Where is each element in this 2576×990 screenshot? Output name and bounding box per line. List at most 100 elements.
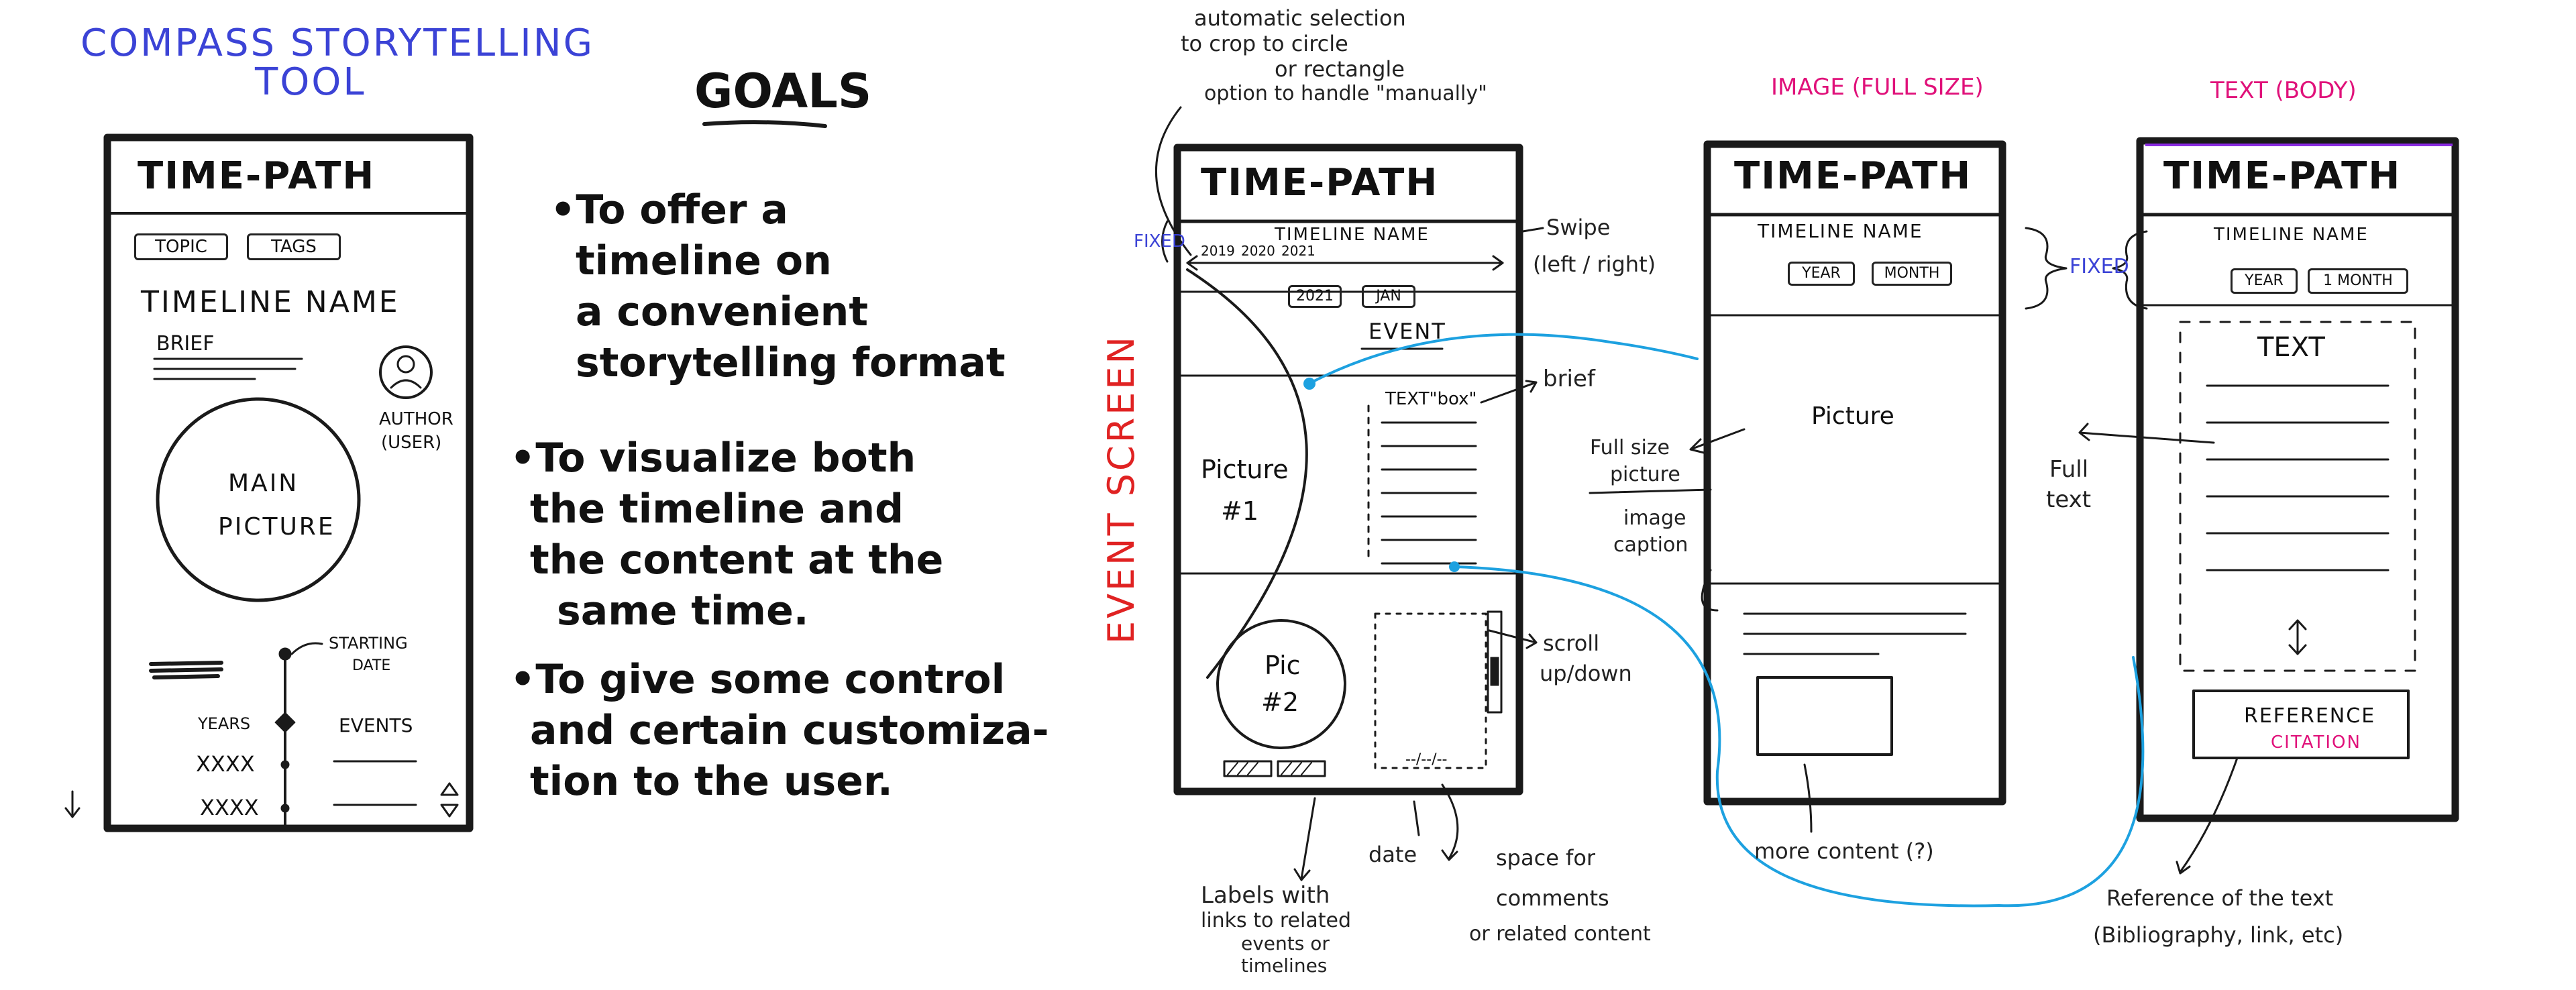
main-screen-frame [103, 133, 474, 832]
goal-3-line1: •To give some control [510, 656, 1006, 703]
picture-1-arc [1186, 268, 1308, 679]
pic-2-line2: #2 [1261, 688, 1299, 717]
image-screen-title: TIME-PATH [1734, 154, 1972, 198]
scroll-note-line1: scroll [1543, 630, 1600, 656]
main-picture-line2: PICTURE [218, 513, 335, 541]
labels-links-line1: Labels with [1201, 882, 1330, 909]
full-size-note-line1: Full size [1590, 436, 1670, 459]
tool-title-line1: COMPASS STORYTELLING [80, 21, 595, 65]
main-picture-line1: MAIN [228, 470, 299, 497]
event-year-2021: 2021 [1281, 243, 1316, 259]
text-screen-frame [2136, 137, 2459, 822]
auto-selection-line2: to crop to circle [1181, 31, 1348, 56]
event-screen-title: TIME-PATH [1201, 161, 1439, 205]
year-placeholder-2: XXXX [200, 795, 259, 820]
reference-of-text-line2: (Bibliography, link, etc) [2093, 922, 2344, 948]
author-label-line2: (USER) [381, 433, 442, 453]
more-content-note: more content (?) [1754, 838, 1934, 864]
tags-button[interactable]: TAGS [247, 233, 341, 260]
author-avatar-icon [379, 345, 433, 399]
event-year-2019: 2019 [1201, 243, 1235, 259]
brief-note: brief [1543, 366, 1595, 392]
event-year-button[interactable]: 2021 [1288, 285, 1342, 308]
goal-2-line4: same time. [557, 588, 809, 635]
main-brief-label: BRIEF [156, 332, 215, 355]
goal-2-line2: the timeline and [530, 486, 904, 533]
space-comments-line2: comments [1496, 885, 1609, 911]
text-year-button[interactable]: YEAR [2231, 268, 2298, 294]
full-text-note-line1: Full [2049, 456, 2089, 483]
years-label: YEARS [198, 714, 251, 733]
main-screen-title: TIME-PATH [138, 154, 376, 198]
full-text-note-line2: text [2046, 486, 2092, 513]
reference-label: REFERENCE [2244, 704, 2376, 728]
event-year-2020: 2020 [1241, 243, 1275, 259]
image-month-button[interactable]: MONTH [1872, 262, 1952, 286]
goal-1-line4: storytelling format [576, 339, 1006, 386]
goals-title: GOALS [694, 64, 872, 119]
goal-1: •To offer a timeline on a convenient sto… [550, 184, 1006, 388]
full-size-note-line2: picture [1610, 463, 1680, 486]
reference-of-text-line1: Reference of the text [2106, 885, 2334, 911]
event-scrollbar [1487, 610, 1503, 714]
fixed-right-note: FIXED [2070, 255, 2129, 278]
pic-2-circle [1216, 619, 1346, 749]
reference-box [2192, 690, 2410, 759]
labels-links-line4: timelines [1241, 954, 1328, 977]
image-caption-note-line2: caption [1613, 533, 1688, 557]
image-caption-note-line1: image [1623, 506, 1686, 530]
event-title-label: EVENT [1368, 319, 1446, 344]
auto-selection-line4: option to handle "manually" [1204, 82, 1487, 105]
main-picture-circle [156, 397, 361, 602]
image-timeline-name: TIMELINE NAME [1758, 220, 1923, 242]
auto-selection-line1: automatic selection [1194, 5, 1406, 31]
labels-links-note: Labels with links to related events or t… [1201, 882, 1351, 977]
text-month-button[interactable]: 1 MONTH [2308, 268, 2408, 294]
year-placeholder-1: XXXX [196, 751, 255, 777]
space-comments-line1: space for [1496, 845, 1596, 871]
date-note: date [1368, 842, 1417, 867]
event-screen-side-label: EVENT SCREEN [1100, 334, 1142, 644]
text-screen-heading: TEXT (BODY) [2210, 77, 2357, 104]
goal-3: •To give some control and certain custom… [510, 654, 1049, 807]
goal-3-line2: and certain customiza- [530, 707, 1049, 754]
image-year-button[interactable]: YEAR [1788, 262, 1855, 286]
events-label: EVENTS [339, 714, 413, 736]
labels-links-line2: links to related [1201, 909, 1351, 932]
goal-1-line3: a convenient [576, 288, 869, 335]
goal-2: •To visualize both the timeline and the … [510, 433, 943, 637]
citation-label: CITATION [2271, 732, 2361, 753]
event-screen-frame [1173, 144, 1523, 795]
image-picture-label: Picture [1811, 402, 1894, 430]
labels-links-line3: events or [1241, 932, 1330, 954]
auto-selection-line3: or rectangle [1275, 56, 1405, 82]
goal-2-line1: •To visualize both [510, 435, 916, 482]
event-timeline-name: TIMELINE NAME [1275, 225, 1430, 245]
swipe-note-line2: (left / right) [1533, 252, 1656, 277]
main-timeline-name: TIMELINE NAME [141, 285, 400, 319]
space-comments-line3: or related content [1469, 922, 1651, 946]
goal-1-line1: •To offer a [550, 186, 788, 233]
topic-button[interactable]: TOPIC [134, 233, 228, 260]
picture-1-line2: #1 [1221, 496, 1259, 526]
goal-2-line3: the content at the [530, 537, 944, 584]
starting-date-line2: DATE [352, 657, 391, 674]
image-screen-frame [1703, 140, 2006, 806]
event-month-button[interactable]: JAN [1362, 285, 1415, 308]
event-date-mark: --/--/-- [1405, 751, 1448, 768]
text-screen-title: TIME-PATH [2163, 154, 2402, 198]
text-heading-label: TEXT [2257, 332, 2325, 363]
picture-1-line1: Picture [1201, 455, 1289, 484]
text-timeline-name: TIMELINE NAME [2214, 225, 2369, 245]
text-box-label: TEXT"box" [1385, 389, 1477, 409]
tool-title-line2: TOOL [255, 60, 366, 104]
more-content-box [1756, 676, 1893, 756]
event-fixed-label: FIXED [1134, 231, 1185, 252]
image-screen-heading: IMAGE (FULL SIZE) [1771, 74, 1984, 101]
swipe-note-line1: Swipe [1546, 215, 1611, 240]
author-label-line1: AUTHOR [379, 409, 453, 429]
pic-2-line1: Pic [1265, 651, 1301, 680]
goal-3-line3: tion to the user. [530, 758, 893, 805]
scroll-note-line2: up/down [1540, 661, 1632, 686]
